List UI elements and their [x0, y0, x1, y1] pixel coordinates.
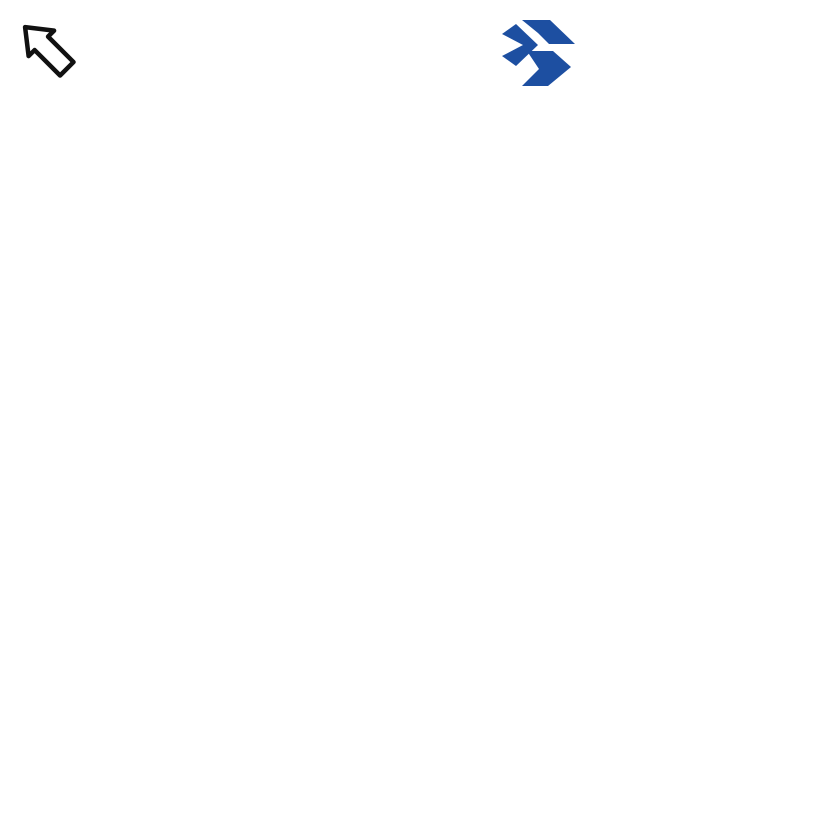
fwd-direction-marker — [22, 24, 76, 78]
fwd-arrow-icon — [22, 24, 76, 78]
bajaj-logo-icon — [502, 20, 575, 86]
